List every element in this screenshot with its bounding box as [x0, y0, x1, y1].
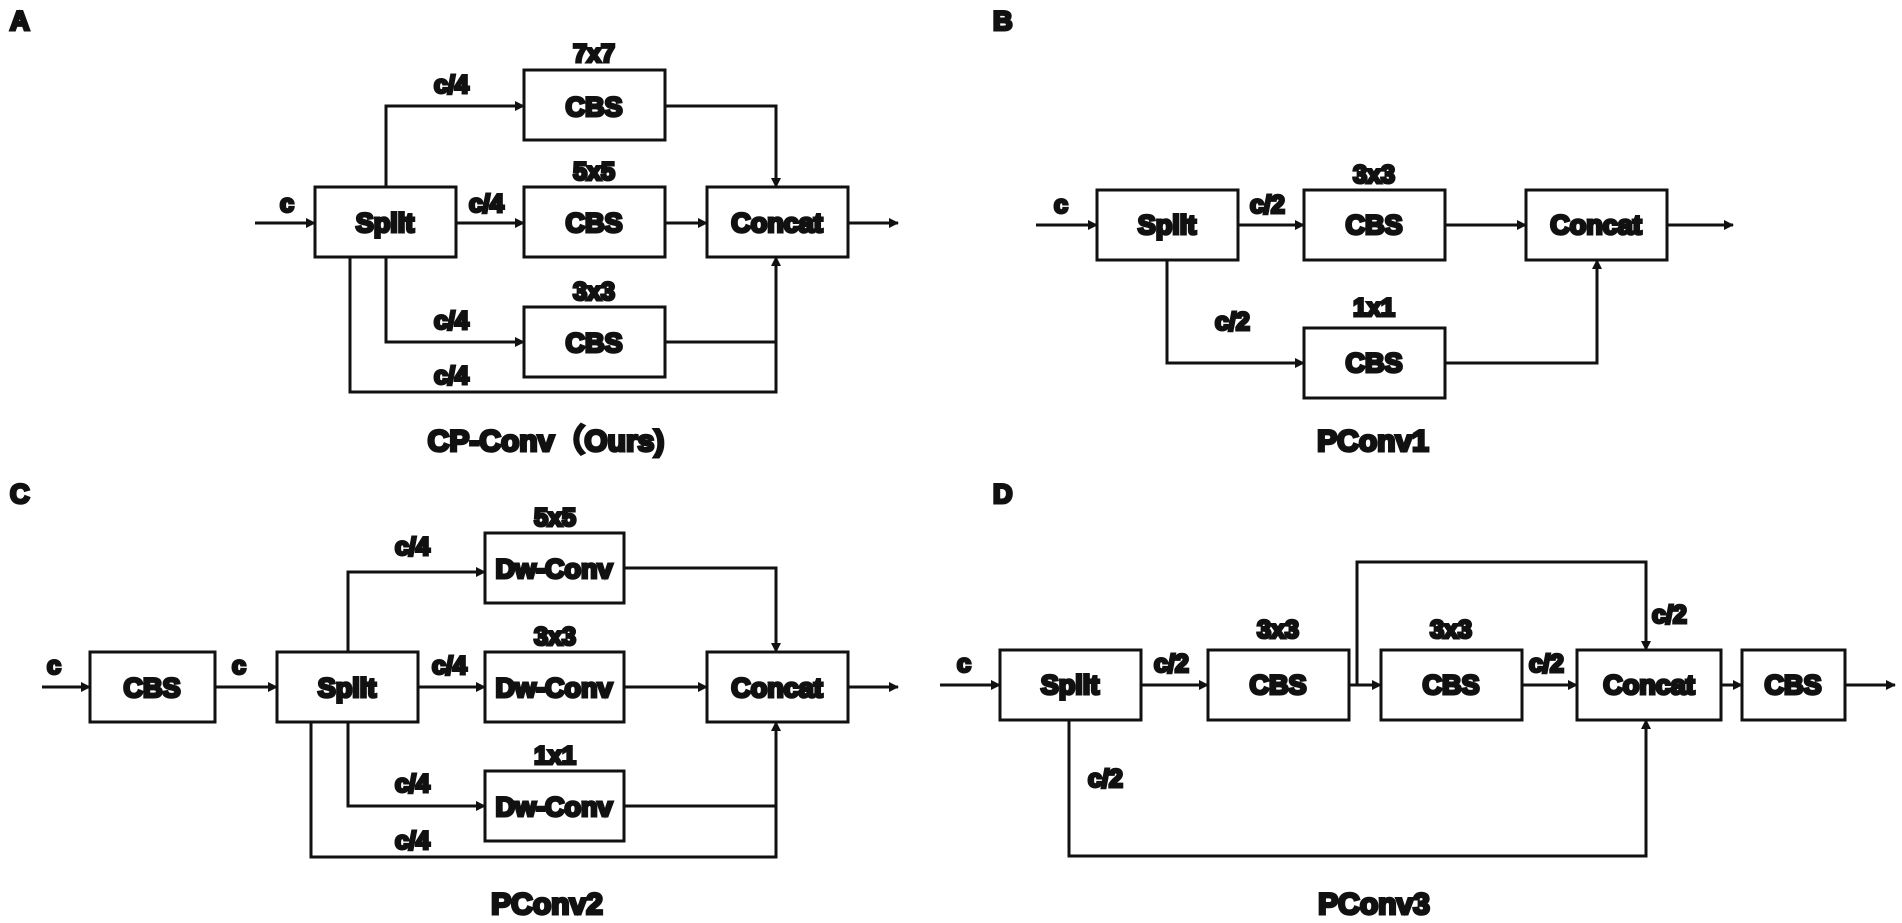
panel-d-split-label: Split	[1041, 670, 1100, 700]
panel-c-edge-bypass-label: c/4	[395, 827, 430, 855]
panel-d-kernel-cbs-2: 3x3	[1430, 616, 1472, 644]
panel-d-letter: D	[993, 479, 1013, 509]
panel-a-split-label: Split	[356, 208, 415, 238]
panel-d-bypass-arrow	[1067, 719, 1651, 858]
panel-a-concat-label: Concat	[731, 208, 823, 238]
panel-c-kernel-mid: 3x3	[534, 623, 576, 651]
panel-c-edge-top-label: c/4	[395, 533, 430, 561]
panel-c-caption: PConv2	[491, 888, 603, 921]
panel-d-cbs-2-label: CBS	[1422, 670, 1479, 700]
panel-c-dwconv-bottom-label: Dw-Conv	[496, 792, 613, 822]
panel-b-caption: PConv1	[1317, 425, 1429, 458]
panel-d-cbs-1-label: CBS	[1249, 670, 1306, 700]
panel-b: B Split CBS CBS Concat 3x3 1x1 c c/2 c/2…	[992, 5, 1734, 460]
panel-b-input-label: c	[1054, 191, 1068, 219]
panel-a-bypass-arrow	[348, 256, 781, 394]
panel-d-edge-to-cbs-1-label: c/2	[1154, 650, 1189, 678]
panel-c-dwconv-mid-label: Dw-Conv	[496, 673, 613, 703]
panel-b-letter: B	[993, 6, 1013, 36]
panel-c-split-to-dwconv-top-arrow	[346, 567, 486, 652]
panel-a-cbs-top-label: CBS	[565, 92, 622, 122]
panel-c-edge-bottom-label: c/4	[395, 770, 430, 798]
panel-b-cbs-bottom-label: CBS	[1345, 348, 1402, 378]
panel-b-cbs-top-label: CBS	[1345, 210, 1402, 240]
panel-a-kernel-bottom: 3x3	[573, 278, 615, 306]
panel-a-caption: CP-Conv（Ours)	[428, 424, 665, 458]
panel-a: A Split CBS CBS CBS Concat 7x7 5x5 3x3 c	[9, 5, 899, 460]
panel-d-kernel-cbs-1: 3x3	[1257, 616, 1299, 644]
panel-b-cbs-bottom-to-concat-arrow	[1445, 259, 1602, 365]
panel-c-bypass-arrow	[309, 721, 781, 859]
panel-b-split-to-cbs-bottom-arrow	[1165, 260, 1305, 368]
panel-c-kernel-top: 5x5	[534, 504, 576, 532]
panel-d-caption: PConv3	[1318, 888, 1430, 921]
panel-d-skip-arrow	[1355, 560, 1651, 685]
panel-c-letter: C	[10, 479, 30, 509]
panel-a-cbs-top-to-concat-arrow	[665, 104, 781, 188]
panel-a-edge-bottom-label: c/4	[434, 307, 469, 335]
panel-a-cbs-mid-label: CBS	[565, 208, 622, 238]
panel-d-input-label: c	[957, 650, 971, 678]
panel-c-kernel-bottom: 1x1	[534, 742, 576, 770]
panel-c-concat-label: Concat	[731, 673, 823, 703]
panel-b-kernel-top: 3x3	[1353, 161, 1395, 189]
panel-c-dwconv-top-to-concat-arrow	[624, 566, 781, 653]
panel-b-edge-bottom-label: c/2	[1215, 308, 1250, 336]
panel-d-cbs-out-label: CBS	[1764, 670, 1821, 700]
panel-a-edge-top-label: c/4	[434, 71, 469, 99]
panel-d-edge-skip-label: c/2	[1652, 601, 1687, 629]
panel-b-kernel-bottom: 1x1	[1353, 294, 1395, 322]
panel-b-edge-top-label: c/2	[1250, 191, 1285, 219]
panel-a-split-to-cbs-bottom-arrow	[384, 257, 525, 347]
panel-a-letter: A	[10, 6, 30, 36]
panel-d-edge-to-concat-label: c/2	[1529, 650, 1564, 678]
panel-d-edge-bypass-label: c/2	[1088, 765, 1123, 793]
panel-c-split-label: Split	[318, 673, 377, 703]
panel-d: D Split CBS CBS Concat CBS 3x3 3x3 c c/2…	[940, 478, 1896, 923]
panel-a-split-to-cbs-top-arrow	[384, 101, 525, 187]
panel-b-concat-label: Concat	[1550, 210, 1642, 240]
panel-a-input-label: c	[280, 190, 294, 218]
panel-c: C CBS Split Dw-Conv Dw-Conv Dw-Conv Conc…	[9, 478, 899, 923]
panel-a-cbs-bottom-label: CBS	[565, 328, 622, 358]
panel-d-concat-label: Concat	[1603, 670, 1695, 700]
panel-a-kernel-top: 7x7	[573, 40, 615, 68]
panel-c-split-to-dwconv-bottom-arrow	[346, 722, 486, 811]
panel-a-kernel-mid: 5x5	[573, 158, 615, 186]
panel-c-dwconv-top-label: Dw-Conv	[496, 554, 613, 584]
panel-c-cbs-pre-label: CBS	[123, 673, 180, 703]
panel-c-input-label: c	[47, 652, 61, 680]
panel-a-edge-mid-label: c/4	[469, 190, 504, 218]
panel-c-edge-mid-label: c/4	[432, 652, 467, 680]
panel-a-edge-bypass-label: c/4	[434, 362, 469, 390]
panel-b-split-label: Split	[1138, 210, 1197, 240]
panel-c-pre-label: c	[232, 652, 246, 680]
